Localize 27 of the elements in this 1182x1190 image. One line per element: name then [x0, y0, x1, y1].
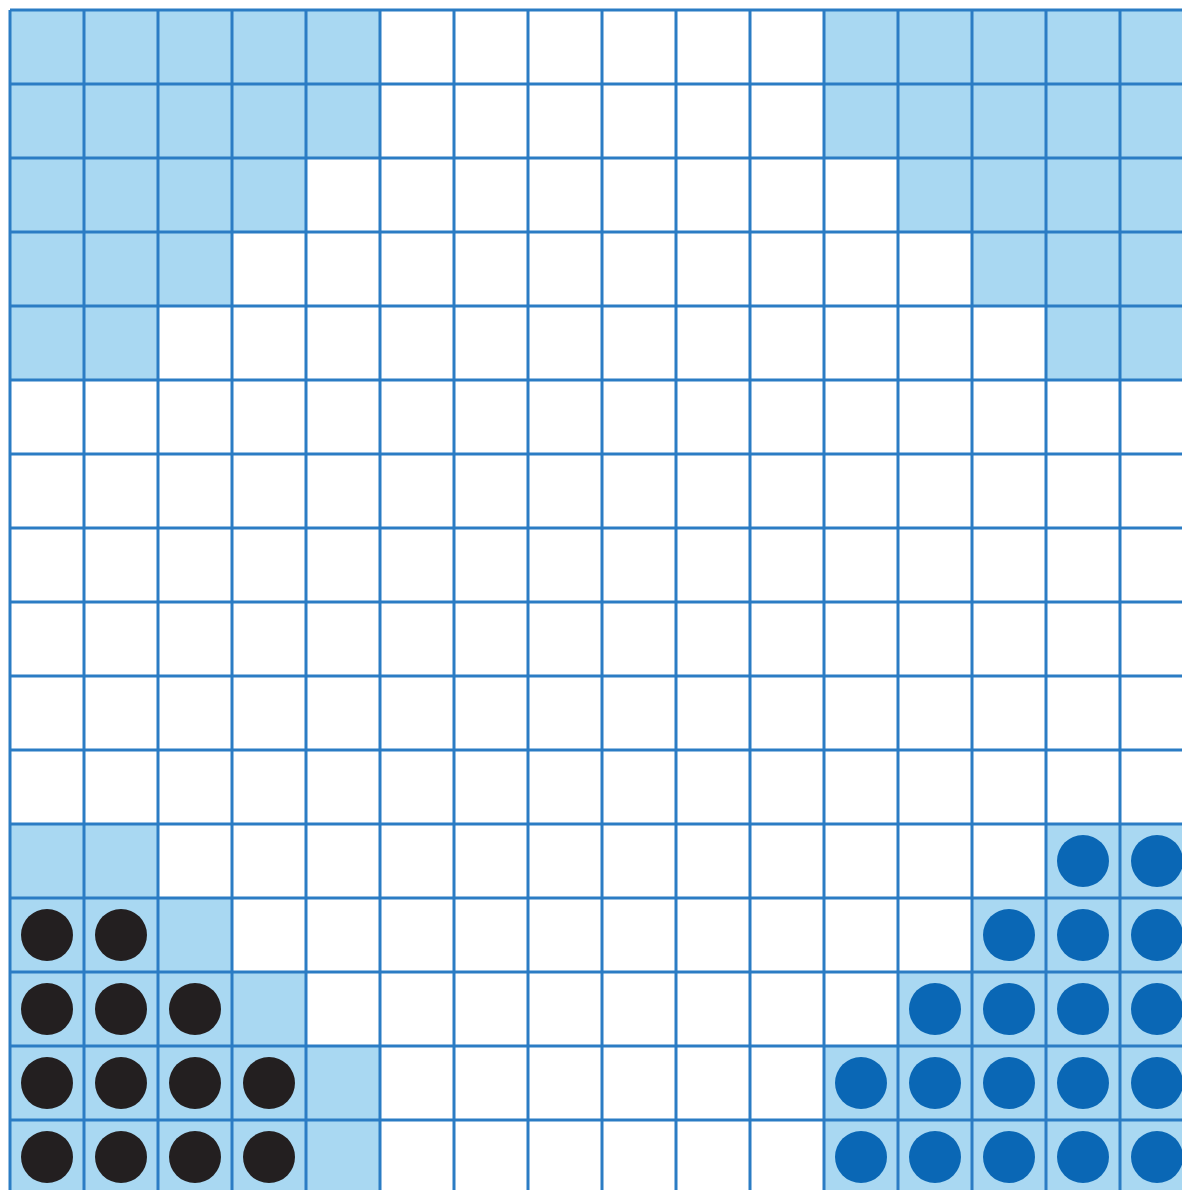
counter-dot [835, 1057, 887, 1109]
counter-dot [1057, 835, 1109, 887]
counter-dot [909, 1131, 961, 1183]
counter-dot [169, 1131, 221, 1183]
counter-dot [21, 1131, 73, 1183]
counter-dot [983, 983, 1035, 1035]
counter-dot [21, 1057, 73, 1109]
counter-dot [243, 1131, 295, 1183]
counter-dot [983, 1057, 1035, 1109]
counter-dot [909, 983, 961, 1035]
counter-dot [95, 1057, 147, 1109]
counter-dot [1057, 983, 1109, 1035]
counter-dot [95, 1131, 147, 1183]
counter-dot [95, 909, 147, 961]
counter-dot [983, 1131, 1035, 1183]
counter-dot [1057, 1131, 1109, 1183]
counter-dot [21, 909, 73, 961]
counter-dot [243, 1057, 295, 1109]
counter-dot [909, 1057, 961, 1109]
counter-dot [169, 1057, 221, 1109]
counter-dot [169, 983, 221, 1035]
counter-dot [21, 983, 73, 1035]
counter-dot [95, 983, 147, 1035]
counter-dot [1057, 1057, 1109, 1109]
counter-dot [983, 909, 1035, 961]
counter-dot [835, 1131, 887, 1183]
counter-dot [1057, 909, 1109, 961]
